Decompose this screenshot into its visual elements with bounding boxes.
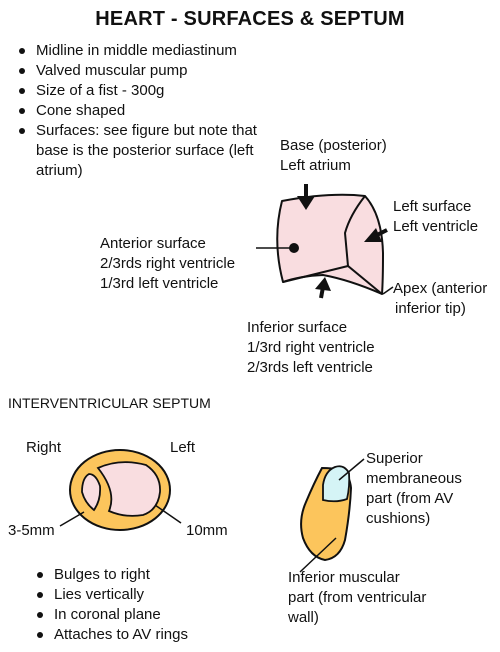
left-label: Left bbox=[170, 439, 196, 456]
inferior-muscular-label-line: Inferior muscular bbox=[288, 569, 400, 586]
left-surface-arrow bbox=[364, 228, 388, 242]
inferior-arrow bbox=[315, 277, 331, 299]
septum-heading: INTERVENTRICULAR SEPTUM bbox=[8, 395, 211, 411]
anterior-surface-dot bbox=[289, 243, 299, 253]
list-item: Bulges to right bbox=[32, 565, 232, 585]
inferior-pointer-line bbox=[299, 537, 337, 573]
left-surface-label: Left surface Left ventricle bbox=[393, 197, 478, 237]
list-item: Attaches to AV rings bbox=[32, 625, 232, 645]
thick-wall-pointer bbox=[154, 504, 182, 524]
superior-label-line: cushions) bbox=[366, 510, 431, 527]
list-item: Cone shaped bbox=[14, 101, 274, 121]
anterior-surface-label: Anterior surface 2/3rds right ventricle … bbox=[100, 234, 235, 294]
list-item: Valved muscular pump bbox=[14, 61, 274, 81]
anterior-label-line: 1/3rd left ventricle bbox=[100, 275, 219, 292]
right-ventricle-cavity bbox=[81, 473, 102, 512]
inferior-label-line: 1/3rd right ventricle bbox=[247, 339, 375, 356]
anterior-label-line: Anterior surface bbox=[100, 235, 206, 252]
superior-label-line: membraneous bbox=[366, 470, 462, 487]
left-surface-label-line: Left surface bbox=[393, 198, 472, 215]
left-ventricle-cavity bbox=[96, 461, 161, 517]
intro-bullet-list: Midline in middle mediastinum Valved mus… bbox=[14, 41, 274, 181]
inferior-surface-label: Inferior surface 1/3rd right ventricle 2… bbox=[247, 318, 375, 378]
page-title: HEART - SURFACES & SEPTUM bbox=[95, 8, 405, 30]
superior-membraneous-part bbox=[322, 465, 351, 503]
superior-pointer-line bbox=[338, 458, 365, 481]
list-item: Surfaces: see figure but note that base … bbox=[14, 121, 264, 181]
base-label-line: Base (posterior) bbox=[280, 137, 387, 154]
septum-cross-section bbox=[59, 449, 182, 531]
heart-surfaces-figure bbox=[256, 184, 394, 299]
list-item: In coronal plane bbox=[32, 605, 232, 625]
list-item: Lies vertically bbox=[32, 585, 232, 605]
list-item: Midline in middle mediastinum bbox=[14, 41, 274, 61]
superior-label-line: part (from AV bbox=[366, 490, 454, 507]
heart-edge-left-surface bbox=[343, 195, 366, 267]
superior-membraneous-label: Superior membraneous part (from AV cushi… bbox=[366, 449, 462, 529]
anterior-label-line: 2/3rds right ventricle bbox=[100, 255, 236, 272]
left-surface-label-line: Left ventricle bbox=[393, 218, 479, 235]
superior-label-line: Superior bbox=[366, 450, 423, 467]
thick-wall-label: 10mm bbox=[186, 522, 228, 539]
septum-parts-figure bbox=[299, 458, 365, 573]
inferior-label-line: 2/3rds left ventricle bbox=[247, 359, 373, 376]
right-label: Right bbox=[26, 439, 62, 456]
apex-label-line: inferior tip) bbox=[395, 300, 466, 317]
thin-wall-pointer bbox=[59, 511, 85, 527]
inferior-muscular-label-line: wall) bbox=[288, 609, 319, 626]
heart-edge-inferior bbox=[282, 264, 383, 295]
base-label-line: Left atrium bbox=[280, 157, 351, 174]
apex-pointer-line bbox=[382, 286, 394, 295]
apex-label: Apex (anterior inferior tip) bbox=[393, 279, 487, 319]
inferior-label-line: Inferior surface bbox=[247, 319, 348, 336]
septum-bullet-list: Bulges to right Lies vertically In coron… bbox=[32, 565, 232, 645]
base-arrow bbox=[297, 184, 315, 210]
inferior-muscular-label-line: part (from ventricular bbox=[288, 589, 427, 606]
thin-wall-label: 3-5mm bbox=[8, 522, 55, 539]
list-item: Size of a fist - 300g bbox=[14, 81, 274, 101]
inferior-muscular-label: Inferior muscular part (from ventricular… bbox=[288, 568, 426, 628]
base-label: Base (posterior) Left atrium bbox=[280, 136, 387, 176]
apex-label-line: Apex (anterior bbox=[393, 280, 488, 297]
